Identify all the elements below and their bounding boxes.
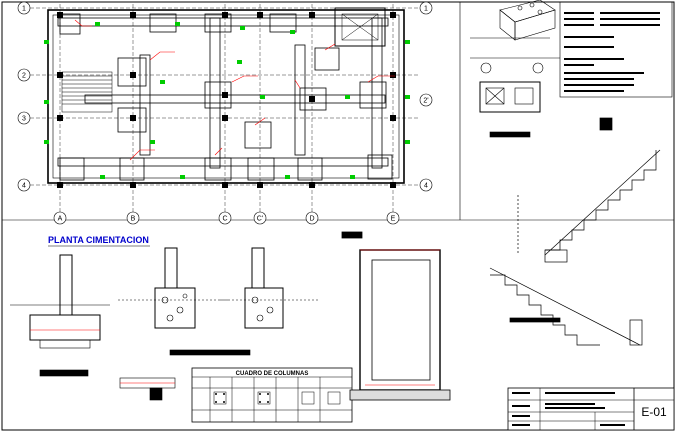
footing-detail-1 xyxy=(10,254,110,377)
stair-section-2 xyxy=(489,267,643,346)
footing-detail-2 xyxy=(118,247,251,356)
axis-col-label: C' xyxy=(257,216,263,223)
sheet-number: E-01 xyxy=(641,405,667,419)
cistern-section xyxy=(341,231,451,401)
brick-isometric-detail xyxy=(470,0,560,59)
column-schedule-title: CUADRO DE COLUMNAS xyxy=(236,371,309,377)
axis-col-label: B xyxy=(131,216,136,223)
footing-detail-3 xyxy=(220,247,320,329)
axis-row-label: 3 xyxy=(22,116,26,123)
axis-col-label: C xyxy=(222,216,227,223)
axis-row-label: 1 xyxy=(22,6,26,13)
axis-row-label: 4 xyxy=(22,183,26,190)
axis-col-label: A xyxy=(58,216,63,223)
general-notes xyxy=(559,1,673,98)
axis-row-label-right: 4 xyxy=(424,183,428,190)
axis-row-label-right: 2' xyxy=(423,98,428,105)
foundation-plan: 1 2 3 4 1 2' 4 A B C C' D E xyxy=(17,1,433,225)
column-schedule: CUADRO DE COLUMNAS xyxy=(191,367,353,423)
axis-col-label: D xyxy=(309,216,314,223)
beam-detail xyxy=(119,377,176,401)
axis-row-label-right: 1 xyxy=(424,6,428,13)
plan-title: PLANTA CIMENTACION xyxy=(48,235,149,245)
stair-section-1 xyxy=(517,117,661,263)
axis-row-label: 2 xyxy=(22,73,26,80)
axis-col-label: E xyxy=(391,216,396,223)
title-block: E-01 xyxy=(507,387,675,431)
column-plan-detail xyxy=(479,62,544,138)
